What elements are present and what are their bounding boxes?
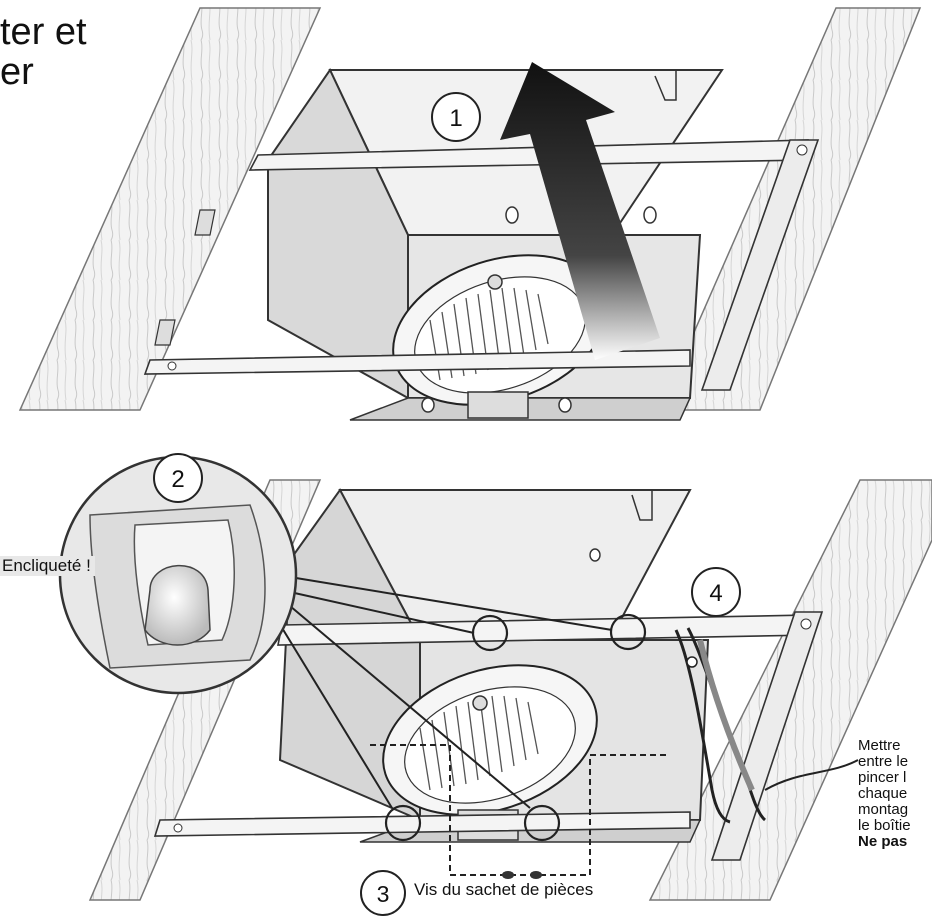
step-2-badge: 2 <box>153 453 203 503</box>
side-note-line-6: le boîtie <box>858 817 911 834</box>
side-note-line-5: montag <box>858 801 909 818</box>
joist-left-top <box>18 7 322 411</box>
side-note-warning: Ne pas <box>858 833 908 850</box>
leader-lines <box>275 577 859 809</box>
step-2-number: 2 <box>171 466 184 493</box>
snap-detail-magnifier <box>58 455 298 695</box>
step-4-badge: 4 <box>691 567 741 617</box>
step-1-number: 1 <box>449 105 462 132</box>
pliers <box>674 627 767 824</box>
fan-housing-top <box>267 68 724 421</box>
side-note-line-1: Mettre <box>858 738 901 754</box>
lift-arrow <box>500 62 660 360</box>
side-note: Mettre entre le pincer l chaque montag l… <box>858 738 932 850</box>
side-note-line-4: chaque <box>858 785 908 802</box>
step-3-badge: 3 <box>360 870 406 916</box>
screws <box>502 871 542 879</box>
step-4-number: 4 <box>709 580 722 607</box>
step-1-badge: 1 <box>431 92 481 142</box>
side-note-line-3: pincer l <box>858 769 907 786</box>
step-3-number: 3 <box>377 881 390 907</box>
fan-housing-bottom <box>278 488 710 843</box>
title-line-2: er <box>0 51 34 93</box>
screws-caption: Vis du sachet de pièces <box>414 880 594 899</box>
snap-callout: Encliqueté ! <box>0 556 95 576</box>
side-note-line-2: entre le <box>858 753 909 770</box>
hanger-bars-top <box>143 139 820 391</box>
title-line-1: ter et <box>0 11 87 53</box>
highlight-rings <box>384 613 647 842</box>
screw-callout-dashes <box>370 744 670 876</box>
